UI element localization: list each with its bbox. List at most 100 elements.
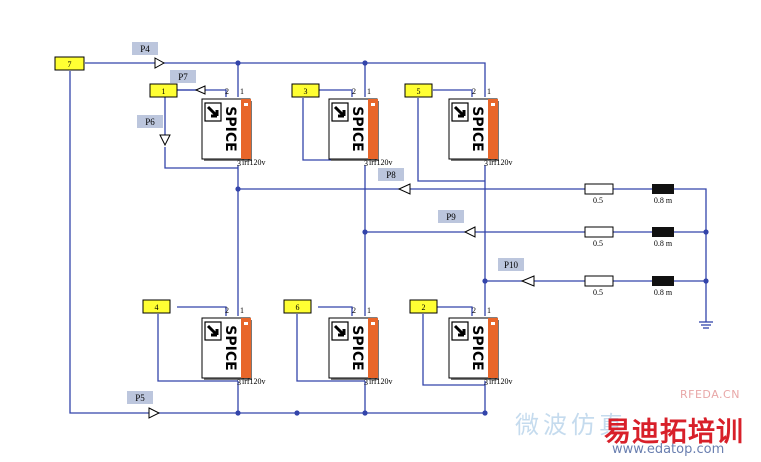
watermark-url: www.edatop.com — [612, 442, 725, 457]
resistor — [584, 275, 614, 287]
gate-port — [149, 83, 178, 98]
spice-bar — [368, 99, 378, 159]
probe-label: P9 — [446, 212, 456, 222]
watermark-site: RFEDA.CN — [680, 388, 740, 401]
probe-label: P5 — [135, 393, 145, 403]
pin-gate: 2 — [472, 306, 476, 315]
wire — [296, 314, 365, 382]
inductor — [652, 227, 674, 237]
spice-text: SPICE — [469, 325, 485, 370]
probe-arrow — [159, 134, 171, 147]
junction-dot — [362, 229, 368, 235]
gate-port-label: 5 — [417, 87, 421, 96]
gate-port — [291, 83, 320, 98]
junction-dot — [235, 410, 241, 416]
mosfet-model: irf120v — [242, 158, 266, 167]
spice-icon — [453, 324, 466, 337]
resistor — [584, 226, 614, 238]
pin-drain: 1 — [240, 87, 244, 96]
pin-drain: 1 — [240, 306, 244, 315]
wire — [157, 314, 238, 382]
spice-text: SPICE — [349, 325, 365, 370]
wire — [433, 89, 473, 97]
pin-drain: 1 — [367, 87, 371, 96]
junction-dot — [482, 410, 488, 416]
junction-dot — [235, 60, 241, 66]
junction-dot — [703, 278, 709, 284]
pin-source: 3 — [237, 159, 241, 168]
pin-source: 3 — [364, 159, 368, 168]
pin-gate: 2 — [352, 87, 356, 96]
dc-port — [54, 56, 85, 71]
mosfet-model: irf120v — [489, 158, 513, 167]
probe-label: P7 — [178, 72, 188, 82]
wire — [164, 147, 238, 169]
probe-label: P6 — [145, 117, 155, 127]
probe-arrow — [520, 275, 535, 287]
probe-arrow — [397, 183, 411, 195]
gate-port — [409, 299, 438, 314]
probe-arrow — [194, 85, 206, 95]
mosfet-model: irf120v — [369, 377, 393, 386]
probe-arrow — [148, 407, 161, 419]
mosfet-model: irf120v — [369, 158, 393, 167]
wire — [417, 98, 485, 182]
junction-dot — [362, 60, 368, 66]
pin-gate: 2 — [225, 306, 229, 315]
spice-text: SPICE — [349, 106, 365, 151]
spice-icon — [453, 105, 466, 118]
inductor — [652, 184, 674, 194]
spice-text: SPICE — [469, 106, 485, 151]
pin-gate: 2 — [352, 306, 356, 315]
gate-port-label: 3 — [304, 87, 308, 96]
gate-port-label: 4 — [155, 303, 159, 312]
spice-bar-mark — [491, 322, 495, 325]
inductor-value: 0.8 m — [654, 196, 673, 205]
spice-bar — [368, 318, 378, 378]
mosfet-model: irf120v — [489, 377, 513, 386]
resistor-value: 0.5 — [593, 196, 603, 205]
pin-source: 3 — [237, 378, 241, 387]
inductor — [652, 276, 674, 286]
probe-label-box — [378, 168, 404, 181]
pin-drain: 1 — [487, 87, 491, 96]
probe-label-box — [132, 42, 158, 55]
dc-port-label: 7 — [68, 60, 72, 69]
junction-dot — [294, 410, 300, 416]
wire — [69, 71, 486, 414]
wire — [318, 306, 353, 316]
pin-source: 3 — [364, 378, 368, 387]
spice-icon — [206, 324, 219, 337]
wires — [69, 60, 713, 416]
probe-label-box — [127, 391, 153, 404]
spice-bar — [241, 99, 251, 159]
spice-bar-mark — [371, 103, 375, 106]
probe-arrow — [154, 57, 166, 69]
watermark-faint: 微波仿真 — [515, 411, 627, 439]
spice-bar — [241, 318, 251, 378]
probe-label-box — [170, 70, 196, 83]
pin-source: 3 — [484, 159, 488, 168]
junction-dot — [482, 278, 488, 284]
watermark-brand: 易迪拓培训 — [604, 417, 744, 448]
resistor-value: 0.5 — [593, 239, 603, 248]
pin-drain: 1 — [367, 306, 371, 315]
spice-bar-mark — [491, 103, 495, 106]
wire — [433, 306, 473, 316]
spice-text: SPICE — [222, 325, 238, 370]
gate-port — [283, 299, 312, 314]
wire — [85, 62, 486, 97]
resistor — [584, 183, 614, 195]
spice-bar — [488, 99, 498, 159]
probe-label-box — [438, 210, 464, 223]
pin-gate: 2 — [472, 87, 476, 96]
mosfet-model: irf120v — [242, 377, 266, 386]
junction-dot — [235, 186, 241, 192]
